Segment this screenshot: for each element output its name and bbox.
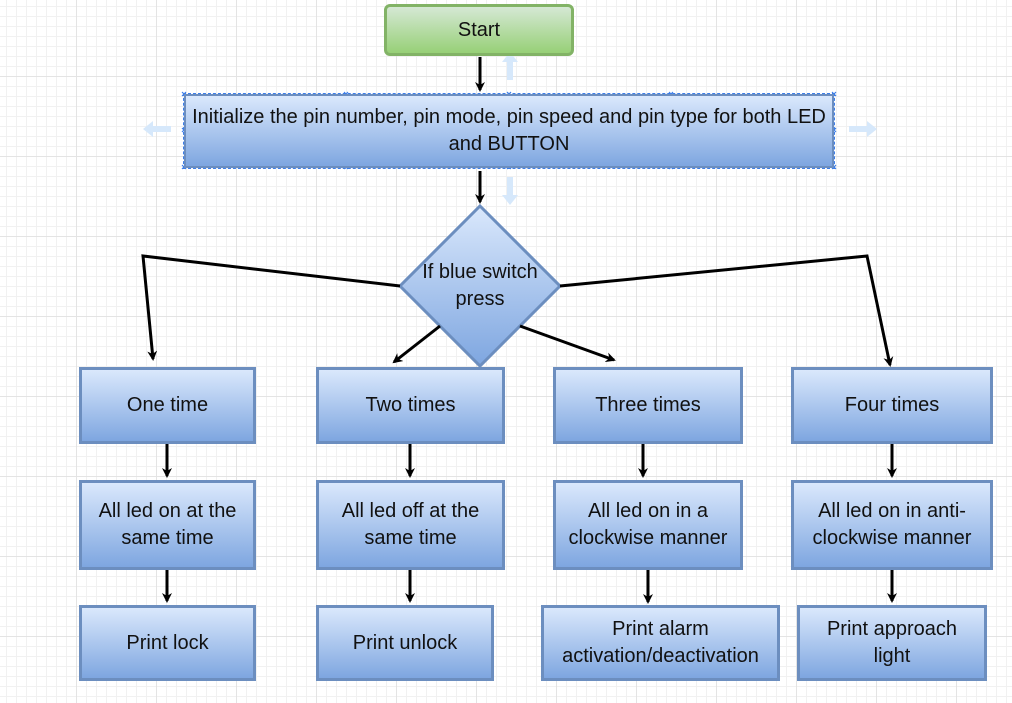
one-time-node[interactable]: One time: [79, 367, 256, 444]
all-on-same-node-label: All led on at the same time: [98, 500, 237, 549]
all-on-anticlockwise-node[interactable]: All led on in anti-clockwise manner: [791, 480, 993, 570]
all-on-clockwise-node-label: All led on in a clockwise manner: [568, 500, 728, 549]
start-node[interactable]: Start: [384, 4, 574, 56]
hint-arrow-down-icon: [502, 177, 518, 205]
print-unlock-node-label: Print unlock: [352, 631, 458, 654]
init-node-label: Initialize the pin number, pin mode, pin…: [192, 106, 826, 155]
two-times-node-label: Two times: [365, 394, 456, 416]
four-times-node-label: Four times: [844, 394, 940, 416]
all-on-clockwise-node[interactable]: All led on in a clockwise manner: [553, 480, 743, 570]
print-unlock-node[interactable]: Print unlock: [316, 605, 494, 681]
three-times-node[interactable]: Three times: [553, 367, 743, 444]
one-time-node-label: One time: [126, 394, 209, 416]
edge-decision-to-one-time[interactable]: [141, 254, 401, 361]
print-lock-node[interactable]: Print lock: [79, 605, 256, 681]
edge-decision-to-four-times[interactable]: [559, 254, 894, 367]
edge-decision-to-two-times[interactable]: [392, 324, 441, 364]
decision-node-label: If blue switch press: [422, 261, 538, 310]
print-lock-node-label: Print lock: [126, 631, 209, 654]
edge-decision-to-three-times[interactable]: [519, 324, 616, 362]
print-alarm-node-label: Print alarm activation/deactivation: [562, 618, 759, 667]
init-node[interactable]: Initialize the pin number, pin mode, pin…: [183, 93, 835, 169]
hint-arrow-up-icon: [502, 52, 518, 80]
start-node-label: Start: [457, 18, 501, 41]
four-times-node[interactable]: Four times: [791, 367, 993, 444]
print-approach-node[interactable]: Print approach light: [797, 605, 987, 681]
all-on-same-node[interactable]: All led on at the same time: [79, 480, 256, 570]
hint-arrow-right-icon: [849, 121, 877, 137]
all-off-same-node-label: All led off at the same time: [341, 500, 480, 549]
two-times-node[interactable]: Two times: [316, 367, 505, 444]
decision-node-label-box[interactable]: If blue switch press: [405, 246, 555, 326]
print-alarm-node[interactable]: Print alarm activation/deactivation: [541, 605, 780, 681]
print-approach-node-label: Print approach light: [826, 618, 958, 667]
all-off-same-node[interactable]: All led off at the same time: [316, 480, 505, 570]
all-on-anticlockwise-node-label: All led on in anti-clockwise manner: [812, 500, 972, 549]
hint-arrow-left-icon: [143, 121, 171, 137]
three-times-node-label: Three times: [595, 394, 701, 416]
